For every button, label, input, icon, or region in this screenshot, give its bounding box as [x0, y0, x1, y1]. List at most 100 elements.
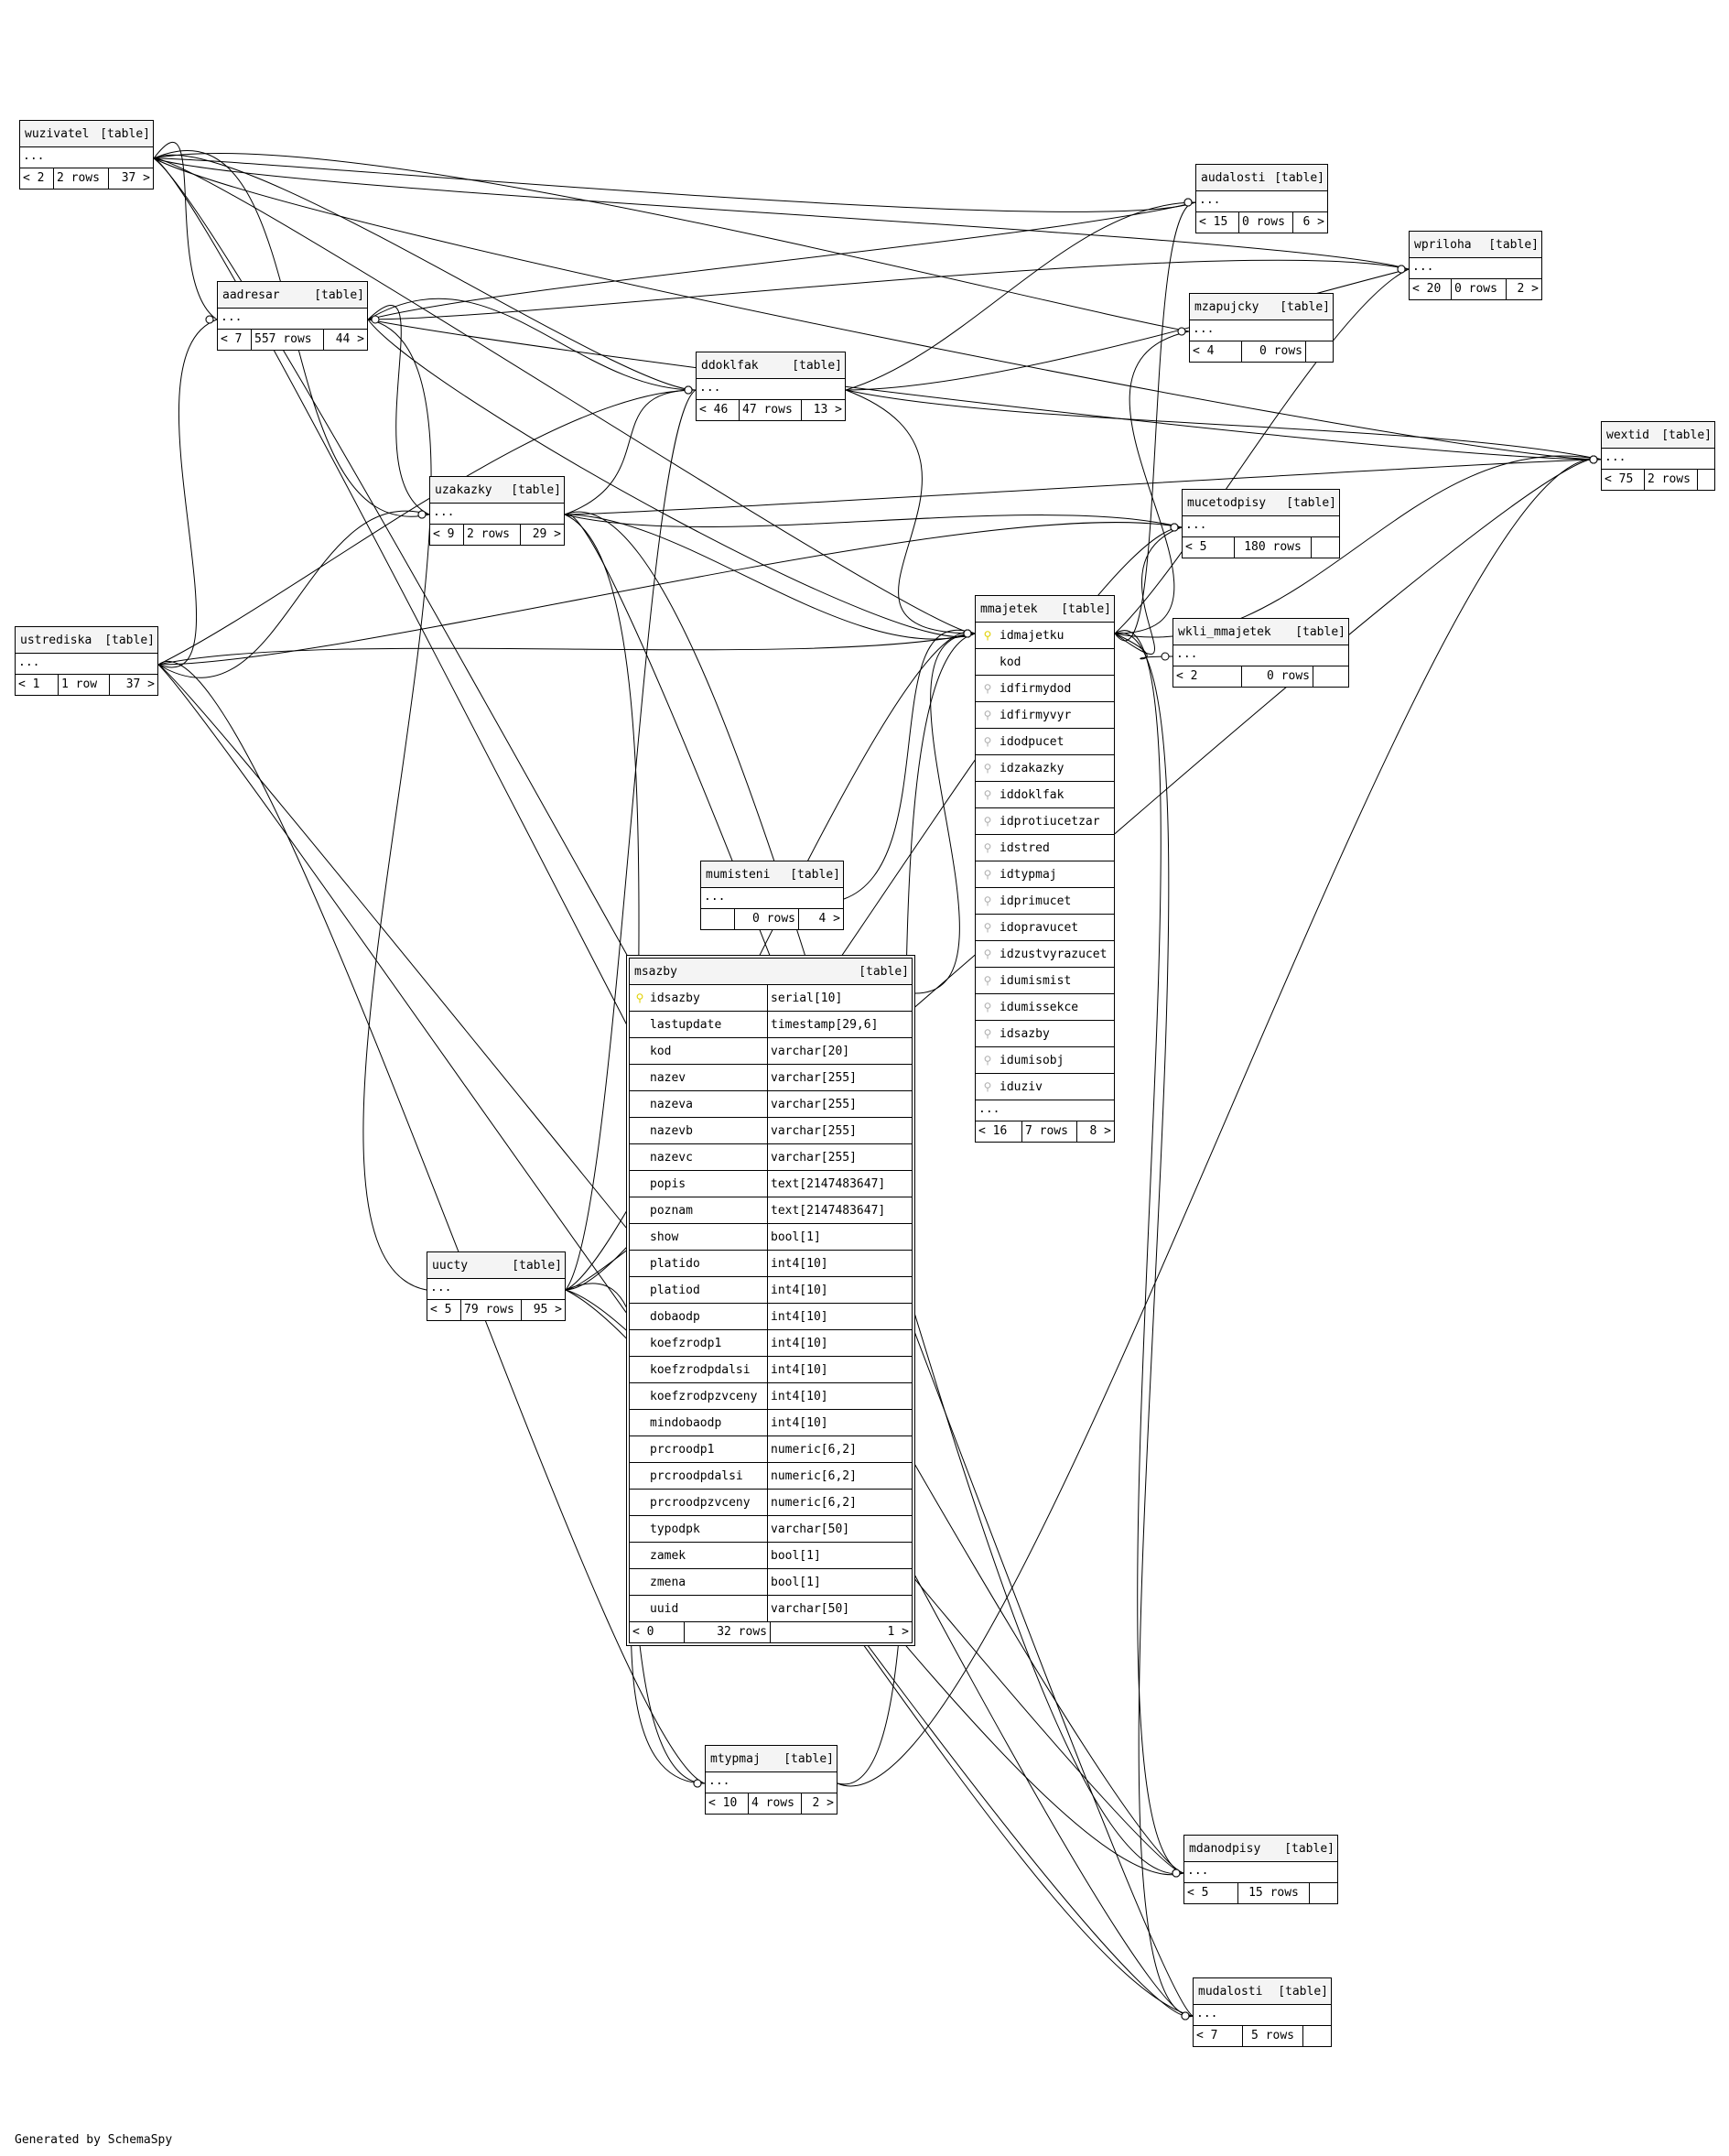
children-count[interactable]: 4 > — [818, 912, 840, 926]
parents-count[interactable]: < 7 — [218, 330, 252, 350]
children-count[interactable]: 29 > — [532, 527, 561, 541]
parents-count[interactable]: < 0 — [630, 1622, 685, 1642]
table-name[interactable]: uucty — [432, 1258, 469, 1273]
parents-count[interactable]: < 9 — [430, 525, 464, 545]
column-row[interactable]: ⚲iduziv — [976, 1074, 1114, 1100]
children-count[interactable] — [1303, 2026, 1331, 2046]
parents-count[interactable]: < 2 — [20, 168, 54, 189]
table-name[interactable]: aadresar — [222, 287, 280, 302]
children-count[interactable] — [1313, 666, 1348, 687]
table-name[interactable]: msazby — [634, 964, 677, 979]
table-name[interactable]: ustrediska — [20, 633, 92, 647]
parents-count[interactable]: < 46 — [697, 400, 740, 420]
column-row[interactable]: ⚲idzustvyrazucet — [976, 941, 1114, 968]
table-name[interactable]: wkli_mmajetek — [1178, 624, 1271, 639]
parents-count[interactable]: < 20 — [1410, 279, 1452, 299]
children-count[interactable]: 37 > — [121, 171, 150, 185]
table-name[interactable]: mucetodpisy — [1187, 495, 1267, 510]
children-count[interactable] — [1306, 341, 1333, 362]
column-row[interactable]: ⚲idprimucet — [976, 888, 1114, 915]
children-count[interactable]: 1 > — [887, 1625, 909, 1639]
table-name[interactable]: uzakazky — [435, 482, 492, 497]
column-row[interactable]: ⚲idprotiucetzar — [976, 808, 1114, 835]
column-row[interactable]: ⚲idzakazky — [976, 755, 1114, 782]
children-count[interactable] — [1312, 537, 1339, 558]
column-row[interactable]: ⚲idsazby — [976, 1021, 1114, 1047]
column-row[interactable]: ⚲idumissekce — [976, 994, 1114, 1021]
parents-count[interactable]: < 15 — [1196, 212, 1239, 233]
column-row[interactable]: ⚲idfirmydod — [976, 676, 1114, 702]
column-row[interactable]: ⚲idopravucet — [976, 915, 1114, 941]
table-name[interactable]: mtypmaj — [710, 1751, 761, 1766]
parents-count[interactable]: < 10 — [706, 1793, 749, 1814]
children-count[interactable]: 44 > — [335, 332, 364, 346]
parents-count[interactable]: < 16 — [976, 1121, 1022, 1142]
parents-count[interactable]: < 1 — [16, 675, 59, 695]
parents-count[interactable]: < 5 — [1183, 537, 1235, 558]
parents-count[interactable] — [701, 909, 735, 929]
table-name[interactable]: mzapujcky — [1194, 299, 1259, 314]
table-name[interactable]: mdanodpisy — [1189, 1841, 1261, 1856]
column-row[interactable]: ⚲idstred — [976, 835, 1114, 861]
column-row[interactable]: ⚲idumismist — [976, 968, 1114, 994]
parents-count[interactable]: < 75 — [1602, 470, 1645, 490]
parents-count[interactable]: < 4 — [1190, 341, 1242, 362]
column-row[interactable]: ⚲idtypmaj — [976, 861, 1114, 888]
children-count[interactable] — [1698, 470, 1714, 490]
table-name[interactable]: mumisteni — [706, 867, 771, 882]
parents-count[interactable]: < 2 — [1173, 666, 1242, 687]
column-row[interactable]: ⚲idfirmyvyr — [976, 702, 1114, 729]
table-name[interactable]: wpriloha — [1414, 237, 1472, 252]
children-count[interactable]: 95 > — [533, 1303, 562, 1316]
children-count[interactable]: 13 > — [813, 403, 842, 417]
column-row[interactable]: kod — [976, 649, 1114, 676]
children-count[interactable]: 6 > — [1302, 215, 1324, 229]
children-count[interactable]: 2 > — [812, 1796, 834, 1810]
column-row[interactable]: ⚲idumisobj — [976, 1047, 1114, 1074]
parents-count[interactable]: < 7 — [1194, 2026, 1243, 2046]
column-row[interactable]: ⚲idodpucet — [976, 729, 1114, 755]
table-name[interactable]: ddoklfak — [701, 358, 759, 373]
parents-count[interactable]: < 5 — [1184, 1883, 1238, 1903]
table-name[interactable]: wextid — [1606, 428, 1649, 442]
children-count[interactable] — [1310, 1883, 1337, 1903]
table-name[interactable]: mmajetek — [980, 601, 1038, 616]
